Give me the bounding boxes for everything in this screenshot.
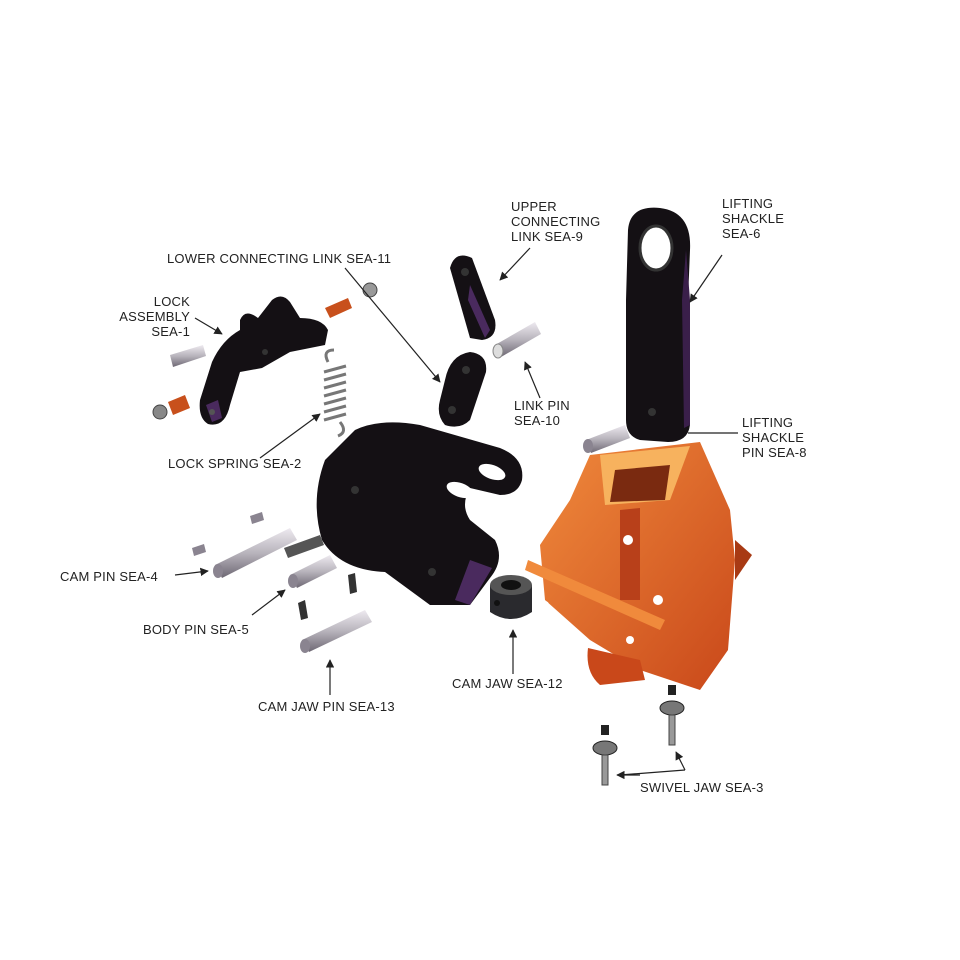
label-line: SEA-10 bbox=[514, 413, 561, 428]
body-pin-part bbox=[284, 535, 357, 620]
label-line: SHACKLE bbox=[742, 430, 805, 445]
cam-jaw-part bbox=[490, 575, 532, 619]
label-body-pin: BODY PIN SEA-5 bbox=[143, 622, 249, 637]
link-pin-part bbox=[492, 322, 541, 359]
label-lifting-shackle-pin: LIFTING SHACKLE PIN SEA-8 bbox=[742, 415, 807, 460]
arrow-lifting-shackle bbox=[689, 254, 723, 303]
arrow-lock-spring bbox=[259, 413, 321, 459]
arrow-upper-link bbox=[499, 247, 531, 281]
label-line: LOCK bbox=[153, 294, 190, 309]
arrow-lock-assembly bbox=[194, 317, 223, 335]
label-line: LIFTING bbox=[722, 196, 774, 211]
arrow-lower-link bbox=[344, 267, 441, 383]
label-upper-connecting-link: UPPER CONNECTING LINK SEA-9 bbox=[511, 199, 600, 244]
lifting-shackle-part bbox=[626, 207, 691, 442]
main-body-black-part bbox=[316, 422, 523, 605]
swivel-jaw-part bbox=[592, 685, 685, 786]
label-line: CONNECTING bbox=[511, 214, 601, 229]
label-cam-jaw: CAM JAW SEA-12 bbox=[452, 676, 563, 691]
arrow-link-pin bbox=[524, 361, 541, 399]
label-line: SEA-1 bbox=[151, 324, 190, 339]
label-swivel-jaw: SWIVEL JAW SEA-3 bbox=[640, 780, 764, 795]
cam-jaw-pin-part bbox=[300, 610, 372, 653]
lifting-shackle-pin-part bbox=[583, 425, 630, 453]
arrow-swivel-jaw-1 bbox=[619, 769, 686, 776]
lock-spring-part bbox=[323, 348, 347, 438]
label-line: ASSEMBLY bbox=[119, 309, 190, 324]
label-line: PIN SEA-8 bbox=[742, 445, 807, 460]
label-line: LINK SEA-9 bbox=[511, 229, 584, 244]
label-lock-spring: LOCK SPRING SEA-2 bbox=[168, 456, 302, 471]
label-lower-connecting-link: LOWER CONNECTING LINK SEA-11 bbox=[167, 251, 392, 266]
lower-connecting-link-part bbox=[438, 352, 487, 427]
label-line: LIFTING bbox=[742, 415, 794, 430]
cam-pin-part bbox=[192, 512, 297, 578]
label-line: SEA-6 bbox=[722, 226, 761, 241]
label-cam-jaw-pin: CAM JAW PIN SEA-13 bbox=[258, 699, 395, 714]
label-line: LINK PIN bbox=[514, 398, 570, 413]
lock-assembly-part bbox=[152, 282, 378, 425]
arrow-swivel-jaw-right bbox=[675, 751, 686, 771]
arrow-body-pin bbox=[251, 589, 286, 616]
label-line: SHACKLE bbox=[722, 211, 785, 226]
label-line: UPPER bbox=[511, 199, 557, 214]
label-cam-pin: CAM PIN SEA-4 bbox=[60, 569, 158, 584]
label-lifting-shackle: LIFTING SHACKLE SEA-6 bbox=[722, 196, 784, 241]
label-lock-assembly: LOCK ASSEMBLY SEA-1 bbox=[110, 294, 190, 339]
main-body-orange-part bbox=[525, 442, 752, 690]
arrow-cam-pin bbox=[174, 567, 209, 577]
leader-arrows bbox=[174, 247, 738, 780]
upper-connecting-link-part bbox=[450, 255, 496, 340]
label-link-pin: LINK PIN SEA-10 bbox=[514, 398, 570, 428]
